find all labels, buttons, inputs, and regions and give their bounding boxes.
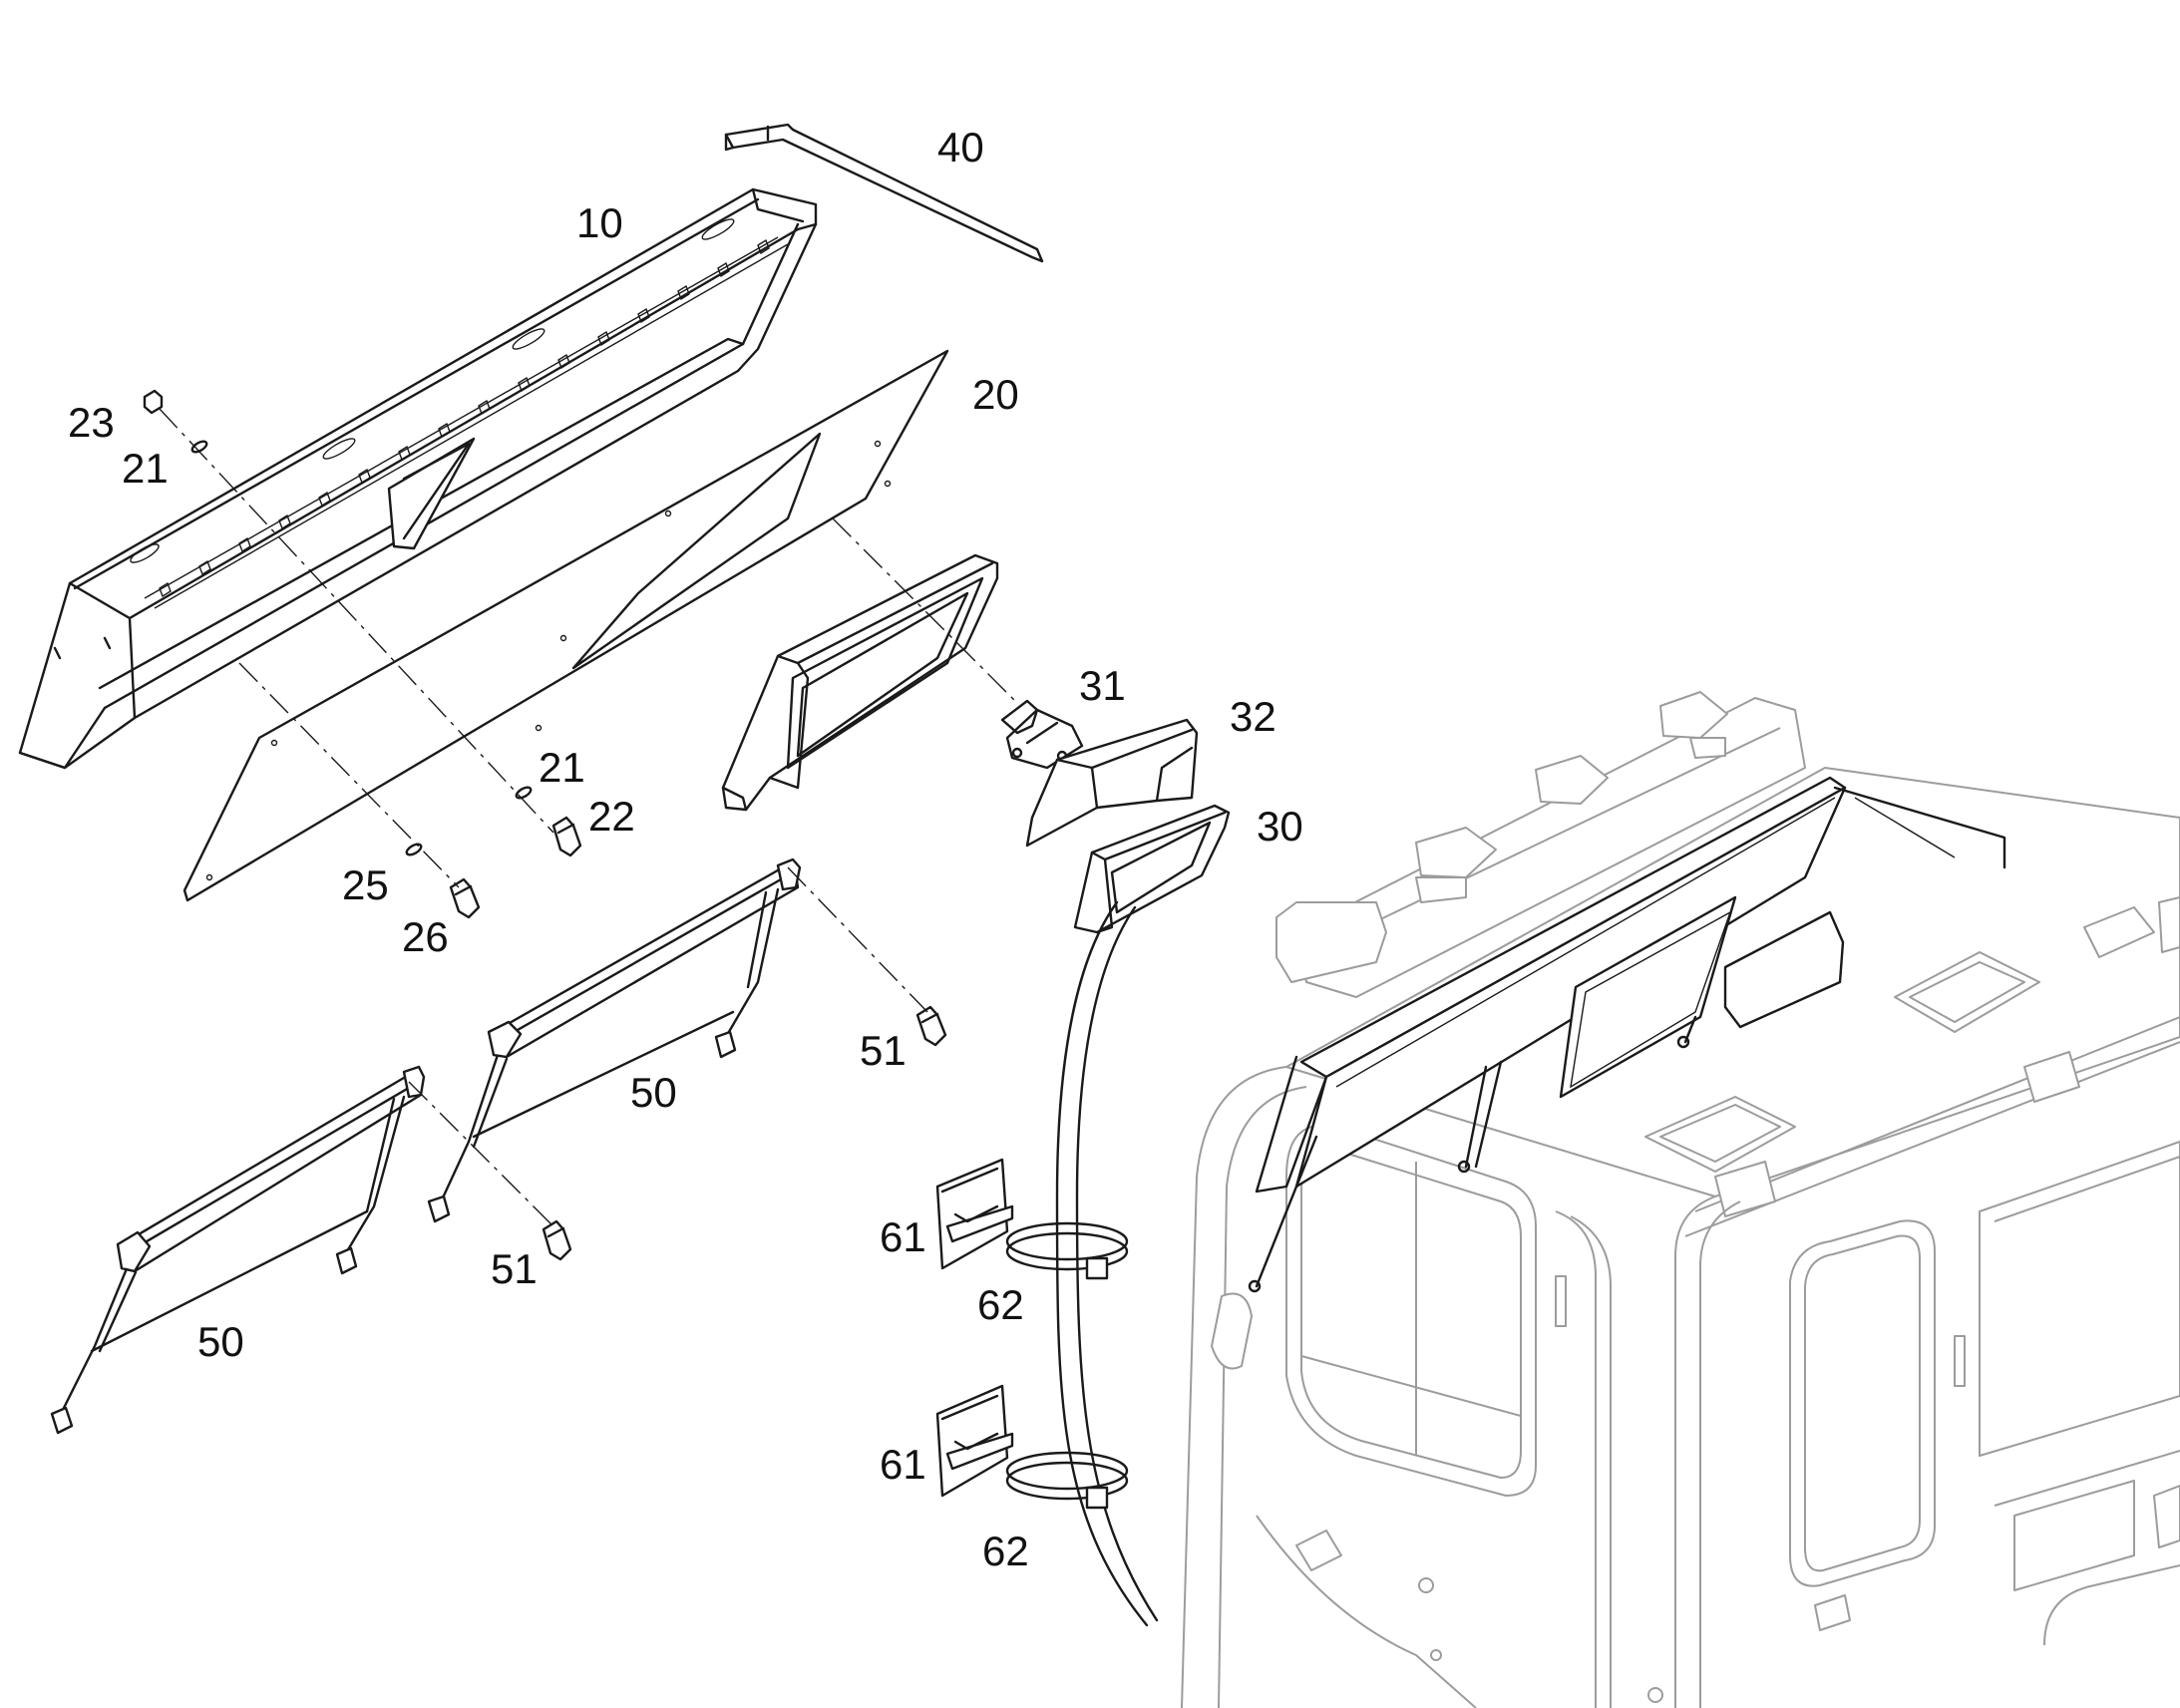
part-23-nut xyxy=(143,389,164,415)
callout-40: 40 xyxy=(937,124,984,171)
callout-61-lower: 61 xyxy=(880,1441,926,1488)
part-31-bracket xyxy=(1000,699,1084,770)
part-62-cable-tie-lower xyxy=(1005,1451,1129,1510)
cab-ghost-outline xyxy=(1181,691,2180,1708)
part-51-screw-upper xyxy=(915,1005,947,1047)
callout-labels: 40 10 20 23 21 21 22 25 26 31 32 30 51 5… xyxy=(68,124,1303,1574)
callout-50-upper: 50 xyxy=(630,1069,677,1116)
part-20-inner-panel xyxy=(182,349,949,902)
part-21-washer-lower xyxy=(515,786,533,800)
part-22-screw xyxy=(551,816,582,857)
callout-30: 30 xyxy=(1257,803,1303,850)
callout-50-lower: 50 xyxy=(197,1318,244,1365)
callout-21-lower: 21 xyxy=(539,744,585,791)
callout-62-upper: 62 xyxy=(977,1281,1024,1328)
part-25-washer xyxy=(405,843,423,856)
callout-51-lower: 51 xyxy=(491,1245,538,1292)
callout-62-lower: 62 xyxy=(982,1528,1029,1574)
callout-32: 32 xyxy=(1230,693,1276,740)
part-51-screw-lower xyxy=(542,1219,572,1261)
installed-headliner-assembly xyxy=(1248,776,2006,1293)
callout-21-upper: 21 xyxy=(122,445,169,492)
part-30-monitor xyxy=(1055,804,1231,1627)
callout-10: 10 xyxy=(576,199,623,246)
callout-51-upper: 51 xyxy=(860,1027,907,1074)
part-40-trim-strip xyxy=(724,123,1044,263)
callout-26: 26 xyxy=(402,913,449,960)
part-50-sunshade-lower xyxy=(50,1065,426,1435)
callout-23: 23 xyxy=(68,399,115,446)
part-26-screw xyxy=(449,877,481,919)
part-50-sunshade-upper xyxy=(427,857,802,1223)
part-62-cable-tie-upper xyxy=(1005,1221,1129,1280)
part-30-display-frame xyxy=(721,553,999,812)
part-10-headliner-housing xyxy=(18,187,818,770)
callout-61-upper: 61 xyxy=(880,1213,926,1260)
callout-25: 25 xyxy=(342,861,389,908)
callout-22: 22 xyxy=(588,793,635,840)
callout-20: 20 xyxy=(972,371,1019,418)
part-61-clip-lower xyxy=(935,1384,1014,1498)
part-21-washer-upper xyxy=(190,440,208,454)
assembly-centerlines xyxy=(159,408,1018,1227)
part-32-cover xyxy=(1025,718,1199,848)
callout-31: 31 xyxy=(1079,662,1126,709)
part-61-clip-upper xyxy=(935,1158,1014,1270)
